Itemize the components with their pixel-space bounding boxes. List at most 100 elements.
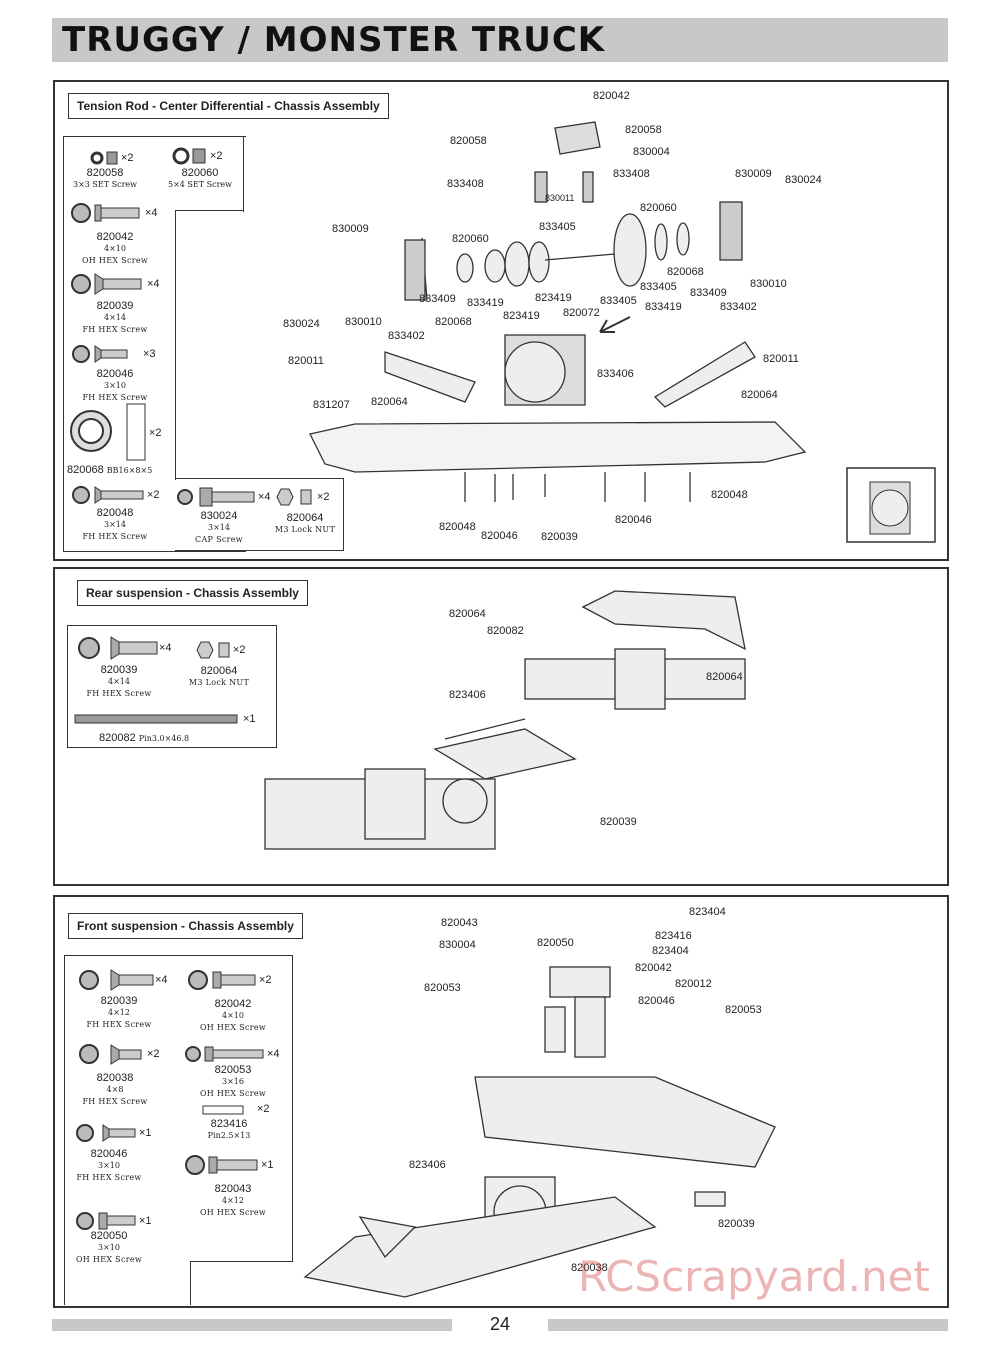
part-qty: ×4 <box>147 278 160 290</box>
callout-label: 820046 <box>638 995 675 1007</box>
part-size: 3×10 <box>104 381 126 390</box>
callout-label: 820043 <box>441 917 478 929</box>
callout-label: 823406 <box>409 1159 446 1171</box>
part-820064: 820064 M3 Lock NUT <box>265 512 345 536</box>
callout-label: 820068 <box>435 316 472 328</box>
part-qty: ×1 <box>243 713 256 725</box>
callout-label: 820050 <box>537 937 574 949</box>
part-size: 3×14 <box>208 523 230 532</box>
callout-label: 823404 <box>689 906 726 918</box>
parts-box-edge <box>243 136 244 212</box>
part-size: 4×12 <box>108 1008 130 1017</box>
part-number: 820042 <box>96 231 134 243</box>
page-number: 24 <box>489 1314 511 1334</box>
part-number: 820058 <box>86 167 124 179</box>
rear-diagram <box>74 590 746 850</box>
front-suspension-panel: Front suspension - Chassis Assembly <box>53 895 949 1308</box>
callout-label: 830011 <box>545 193 575 203</box>
part-number: 820064 <box>200 665 238 677</box>
callout-label: 820068 <box>667 266 704 278</box>
part-820058: 820058 3×3 SET Screw <box>65 167 145 191</box>
part-number: 820038 <box>96 1072 134 1084</box>
part-qty: ×1 <box>139 1215 152 1227</box>
callout-label: 823416 <box>655 930 692 942</box>
part-type: OH HEX Screw <box>81 256 149 265</box>
part-type: OH HEX Screw <box>75 1255 143 1264</box>
part-size: 3×14 <box>104 520 126 529</box>
callout-label: 820046 <box>481 530 518 542</box>
part-type: FH HEX Screw <box>82 393 148 402</box>
callout-label: 830024 <box>283 318 320 330</box>
part-qty: ×4 <box>145 207 158 219</box>
callout-label: 833405 <box>640 281 677 293</box>
part-qty: ×4 <box>258 491 271 503</box>
part-qty: ×2 <box>121 152 134 164</box>
part-type: FH HEX Screw <box>82 532 148 541</box>
part-820048: 820048 3×14 FH HEX Screw <box>75 507 155 543</box>
section-title: Tension Rod - Center Differential - Chas… <box>68 93 389 119</box>
part-size: BB16×8×5 <box>106 466 153 475</box>
callout-label: 833405 <box>600 295 637 307</box>
callout-label: 820011 <box>288 355 324 367</box>
front-diagram <box>76 966 776 1298</box>
part-number: 820046 <box>96 368 134 380</box>
callout-label: 830009 <box>332 223 369 235</box>
callout-label: 833408 <box>447 178 484 190</box>
part-type: OH HEX Screw <box>199 1023 267 1032</box>
callout-label: 830004 <box>439 939 476 951</box>
callout-label: 820038 <box>571 1262 608 1274</box>
callout-label: 820039 <box>541 531 578 543</box>
part-820039: 820039 4×12 FH HEX Screw <box>79 995 159 1031</box>
part-number: 823416 <box>210 1118 248 1130</box>
callout-label: 830024 <box>785 174 822 186</box>
part-number: 820082 <box>99 732 136 744</box>
part-size: 4×12 <box>222 1196 244 1205</box>
part-number: 820060 <box>181 167 219 179</box>
part-type: FH HEX Screw <box>82 1097 148 1106</box>
part-qty: ×1 <box>261 1159 274 1171</box>
part-size: 4×14 <box>104 313 126 322</box>
callout-label: 833402 <box>388 330 425 342</box>
part-qty: ×2 <box>257 1103 270 1115</box>
callout-label: 833405 <box>539 221 576 233</box>
part-qty: ×2 <box>147 1048 160 1060</box>
callout-label: 833406 <box>597 368 634 380</box>
part-820064: 820064 M3 Lock NUT <box>179 665 259 689</box>
part-number: 820050 <box>90 1230 128 1242</box>
part-number: 820064 <box>286 512 324 524</box>
part-820042: 820042 4×10 OH HEX Screw <box>75 231 155 267</box>
callout-label: 820060 <box>452 233 489 245</box>
parts-box-edge <box>175 210 243 211</box>
callout-label: 830004 <box>633 146 670 158</box>
callout-label: 820064 <box>706 671 743 683</box>
part-qty: ×2 <box>149 427 162 439</box>
callout-label: 833408 <box>613 168 650 180</box>
section-title: Rear suspension - Chassis Assembly <box>77 580 308 606</box>
parts-box <box>67 625 277 748</box>
callout-label: 820012 <box>675 978 712 990</box>
callout-label: 830009 <box>735 168 772 180</box>
part-qty: ×2 <box>147 489 160 501</box>
part-type: CAP Screw <box>195 535 243 544</box>
callout-label: 820064 <box>371 396 408 408</box>
part-820039: 820039 4×14 FH HEX Screw <box>79 664 159 700</box>
part-number: 820046 <box>90 1148 128 1160</box>
parts-box <box>63 136 246 552</box>
part-820060: 820060 5×4 SET Screw <box>155 167 245 191</box>
callout-label: 823406 <box>449 689 486 701</box>
footer-bar-left <box>52 1319 452 1331</box>
part-qty: ×4 <box>159 642 172 654</box>
part-size: Pin3.0×46.8 <box>138 734 190 743</box>
parts-box-edge <box>64 1267 65 1305</box>
rear-suspension-panel: Rear suspension - Chassis Assembly ×4 82… <box>53 567 949 886</box>
part-desc: 3×3 SET Screw <box>65 179 145 191</box>
callout-label: 820058 <box>450 135 487 147</box>
tension-rod-panel: Tension Rod - Center Differential - Chas… <box>53 80 949 561</box>
part-desc: 5×4 SET Screw <box>155 179 245 191</box>
callout-label: 823419 <box>503 310 540 322</box>
part-number: 830024 <box>200 510 238 522</box>
callout-label: 820072 <box>563 307 600 319</box>
part-type: FH HEX Screw <box>86 689 152 698</box>
part-size: 5×4 <box>167 180 185 189</box>
part-820050: 820050 3×10 OH HEX Screw <box>69 1230 149 1266</box>
